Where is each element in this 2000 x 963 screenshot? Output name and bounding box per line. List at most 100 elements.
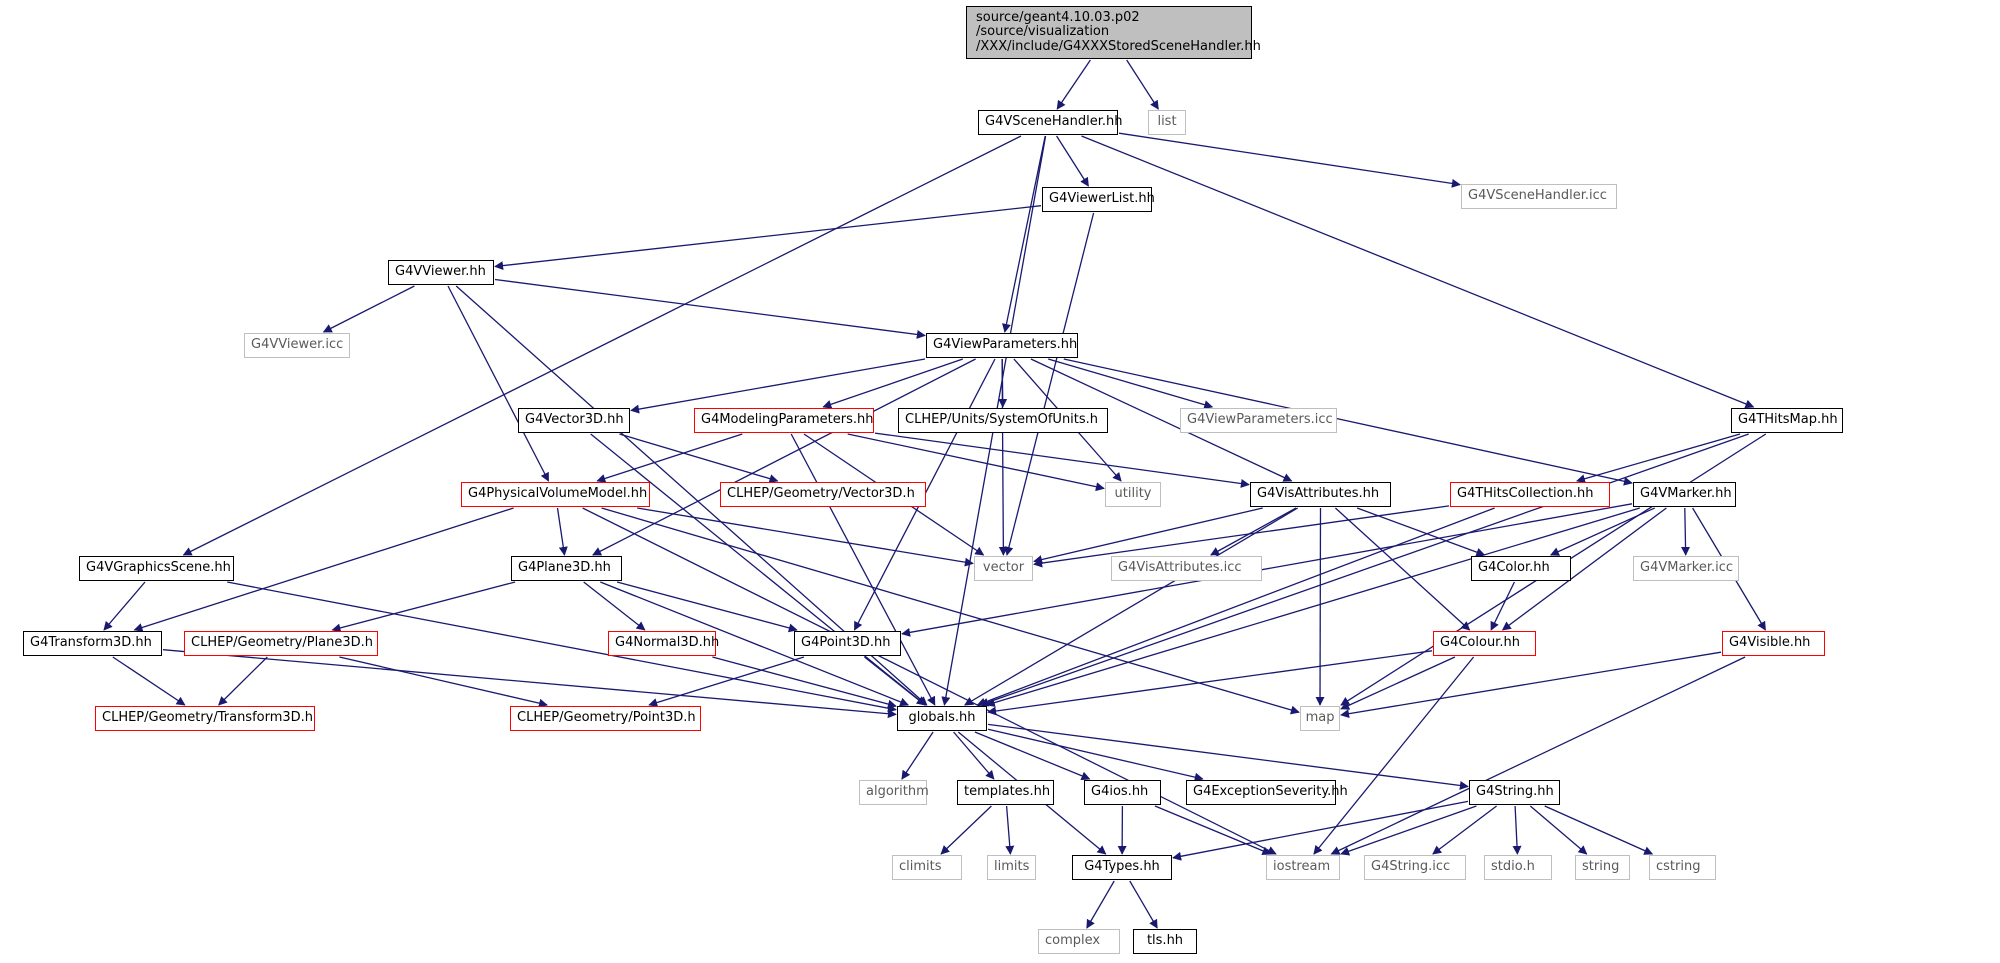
edge-g4-view-parameters-to-g4-vmarker bbox=[1063, 358, 1633, 486]
edge-g4-vscene-handler-to-g4-vgraphics-scene bbox=[182, 135, 1022, 556]
edge-g4-color-to-g4-colour bbox=[1490, 581, 1515, 631]
node-g4-modeling-parameters[interactable]: G4ModelingParameters.hh bbox=[694, 408, 874, 433]
edge-g4-vis-attributes-to-map bbox=[1315, 507, 1325, 706]
node-clheppoint3-d[interactable]: CLHEP/Geometry/Point3D.h bbox=[510, 706, 701, 731]
edge-g4-thits-collection-to-vector bbox=[1033, 505, 1450, 568]
edge-g4-modeling-parameters-to-g4-vis-attributes bbox=[874, 432, 1250, 488]
node-label: /source/visualization bbox=[976, 24, 1110, 40]
edge-globals-to-g4-string bbox=[987, 723, 1469, 790]
edge-g4-vmarker-to-g4-colour bbox=[1501, 507, 1667, 631]
edge-globals-to-g4-exception-severity bbox=[987, 728, 1204, 782]
node-g4-colour[interactable]: G4Colour.hh bbox=[1433, 631, 1536, 656]
node-label: CLHEP/Geometry/Vector3D.h bbox=[727, 486, 915, 502]
node-g4-physical-volume-model[interactable]: G4PhysicalVolumeModel.hh bbox=[461, 482, 650, 507]
node-g4-view-parameters[interactable]: G4ViewParameters.hh bbox=[926, 333, 1078, 358]
node-label: G4THitsCollection.hh bbox=[1457, 486, 1594, 502]
node-system-of-units[interactable]: CLHEP/Units/SystemOfUnits.h bbox=[898, 408, 1108, 433]
edge-clhepplane3-d-to-clheptransform3-d bbox=[218, 656, 268, 706]
edge-g4-colour-to-iostream bbox=[1313, 656, 1475, 855]
node-g4-vmarker-icc: G4VMarker.icc bbox=[1633, 556, 1739, 581]
edge-g4-visible-to-map bbox=[1340, 651, 1722, 719]
node-g4-vmarker[interactable]: G4VMarker.hh bbox=[1633, 482, 1736, 507]
node-templates[interactable]: templates.hh bbox=[957, 780, 1054, 805]
edge-g4-viewer-list-to-g4-vviewer bbox=[494, 205, 1042, 271]
node-label: CLHEP/Geometry/Plane3D.h bbox=[191, 635, 374, 651]
edge-g4-transform3-d-to-clheptransform3-d bbox=[112, 656, 186, 706]
node-label: /XXX/include/G4XXXStoredSceneHandler.hh bbox=[976, 38, 1261, 54]
node-label: G4VSceneHandler.hh bbox=[985, 114, 1123, 130]
node-g4-color[interactable]: G4Color.hh bbox=[1471, 556, 1571, 581]
edge-g4-vscene-handler-to-g4-vscene-handler-icc bbox=[1118, 132, 1461, 188]
node-g4-vis-attributes-icc: G4VisAttributes.icc bbox=[1111, 556, 1262, 581]
node-string: string bbox=[1575, 855, 1630, 880]
node-g4-vis-attributes[interactable]: G4VisAttributes.hh bbox=[1250, 482, 1391, 507]
node-clhepplane3-d[interactable]: CLHEP/Geometry/Plane3D.h bbox=[184, 631, 378, 656]
edge-g4-colour-to-globals bbox=[987, 650, 1433, 716]
edge-root-to-list bbox=[1126, 59, 1159, 110]
node-label: G4VMarker.icc bbox=[1640, 560, 1734, 576]
node-label: vector bbox=[982, 560, 1025, 576]
node-g4ios[interactable]: G4ios.hh bbox=[1084, 780, 1161, 805]
edge-globals-to-templates bbox=[953, 731, 995, 780]
node-g4-string[interactable]: G4String.hh bbox=[1469, 780, 1560, 805]
node-g4-vviewer-icc: G4VViewer.icc bbox=[244, 333, 350, 358]
node-g4-normal3-d[interactable]: G4Normal3D.hh bbox=[608, 631, 719, 656]
node-g4-exception-severity[interactable]: G4ExceptionSeverity.hh bbox=[1186, 780, 1348, 805]
node-g4-vector3-d[interactable]: G4Vector3D.hh bbox=[518, 408, 630, 433]
node-label: G4PhysicalVolumeModel.hh bbox=[468, 486, 648, 502]
edge-g4-thits-collection-to-globals bbox=[976, 507, 1495, 707]
node-label: limits bbox=[994, 859, 1030, 875]
edge-g4-vmarker-to-g4-color bbox=[1549, 507, 1655, 556]
node-g4-thits-collection[interactable]: G4THitsCollection.hh bbox=[1450, 482, 1610, 507]
node-label: G4Transform3D.hh bbox=[30, 635, 152, 651]
edge-g4-vmarker-to-globals bbox=[985, 507, 1640, 707]
node-label: G4Color.hh bbox=[1478, 560, 1550, 576]
node-label: complex bbox=[1045, 933, 1101, 949]
edge-g4-thits-map-to-globals bbox=[979, 433, 1749, 707]
node-label: source/geant4.10.03.p02 bbox=[976, 9, 1140, 25]
edge-g4-string-to-iostream bbox=[1340, 805, 1477, 856]
node-g4-plane3-d[interactable]: G4Plane3D.hh bbox=[511, 556, 622, 581]
node-clheptransform3-d[interactable]: CLHEP/Geometry/Transform3D.h bbox=[95, 706, 315, 731]
edge-templates-to-climits bbox=[940, 805, 992, 855]
node-map: map bbox=[1300, 706, 1340, 731]
edge-g4-plane3-d-to-g4-point3-d bbox=[616, 581, 798, 633]
node-label: G4VisAttributes.hh bbox=[1257, 486, 1380, 502]
node-climits: climits bbox=[892, 855, 962, 880]
edge-g4-view-parameters-to-g4-view-parameters-icc bbox=[1048, 358, 1214, 410]
edge-g4-physical-volume-model-to-g4-plane3-d bbox=[556, 507, 568, 556]
edge-g4-visible-to-iostream bbox=[1330, 656, 1746, 855]
edge-globals-to-g4ios bbox=[974, 731, 1091, 781]
node-g4-thits-map[interactable]: G4THitsMap.hh bbox=[1731, 408, 1843, 433]
edge-g4-vviewer-to-g4-view-parameters bbox=[494, 278, 926, 339]
node-label: G4VisAttributes.icc bbox=[1118, 560, 1242, 576]
node-label: G4Types.hh bbox=[1084, 859, 1160, 875]
node-g4-view-parameters-icc: G4ViewParameters.icc bbox=[1180, 408, 1337, 433]
node-g4-point3-d[interactable]: G4Point3D.hh bbox=[794, 631, 901, 656]
node-label: G4ios.hh bbox=[1091, 784, 1149, 800]
node-root[interactable]: source/geant4.10.03.p02/source/visualiza… bbox=[966, 6, 1261, 59]
edge-g4-plane3-d-to-globals bbox=[600, 581, 910, 707]
node-label: G4String.icc bbox=[1371, 859, 1451, 875]
edge-globals-to-algorithm bbox=[901, 731, 934, 780]
node-tls[interactable]: tls.hh bbox=[1133, 929, 1197, 954]
edge-g4-colour-to-map bbox=[1340, 656, 1456, 710]
node-g4-vscene-handler[interactable]: G4VSceneHandler.hh bbox=[978, 110, 1123, 135]
node-g4-transform3-d[interactable]: G4Transform3D.hh bbox=[23, 631, 162, 656]
node-label: climits bbox=[899, 859, 942, 875]
node-g4-visible[interactable]: G4Visible.hh bbox=[1722, 631, 1825, 656]
node-label: G4ViewParameters.icc bbox=[1187, 412, 1333, 428]
node-label: G4VViewer.icc bbox=[251, 337, 344, 353]
node-g4-types[interactable]: G4Types.hh bbox=[1072, 855, 1172, 880]
edge-g4-vviewer-to-g4-physical-volume-model bbox=[447, 285, 550, 482]
node-globals[interactable]: globals.hh bbox=[897, 706, 987, 731]
node-vector: vector bbox=[974, 556, 1033, 581]
node-clhepvector3-d[interactable]: CLHEP/Geometry/Vector3D.h bbox=[720, 482, 926, 507]
node-g4-vgraphics-scene[interactable]: G4VGraphicsScene.hh bbox=[79, 556, 234, 581]
node-g4-viewer-list[interactable]: G4ViewerList.hh bbox=[1042, 187, 1155, 212]
node-label: G4VMarker.hh bbox=[1640, 486, 1732, 502]
edge-g4-vscene-handler-to-g4-viewer-list bbox=[1056, 135, 1089, 187]
node-label: G4Point3D.hh bbox=[801, 635, 891, 651]
node-g4-vviewer[interactable]: G4VViewer.hh bbox=[388, 260, 494, 285]
